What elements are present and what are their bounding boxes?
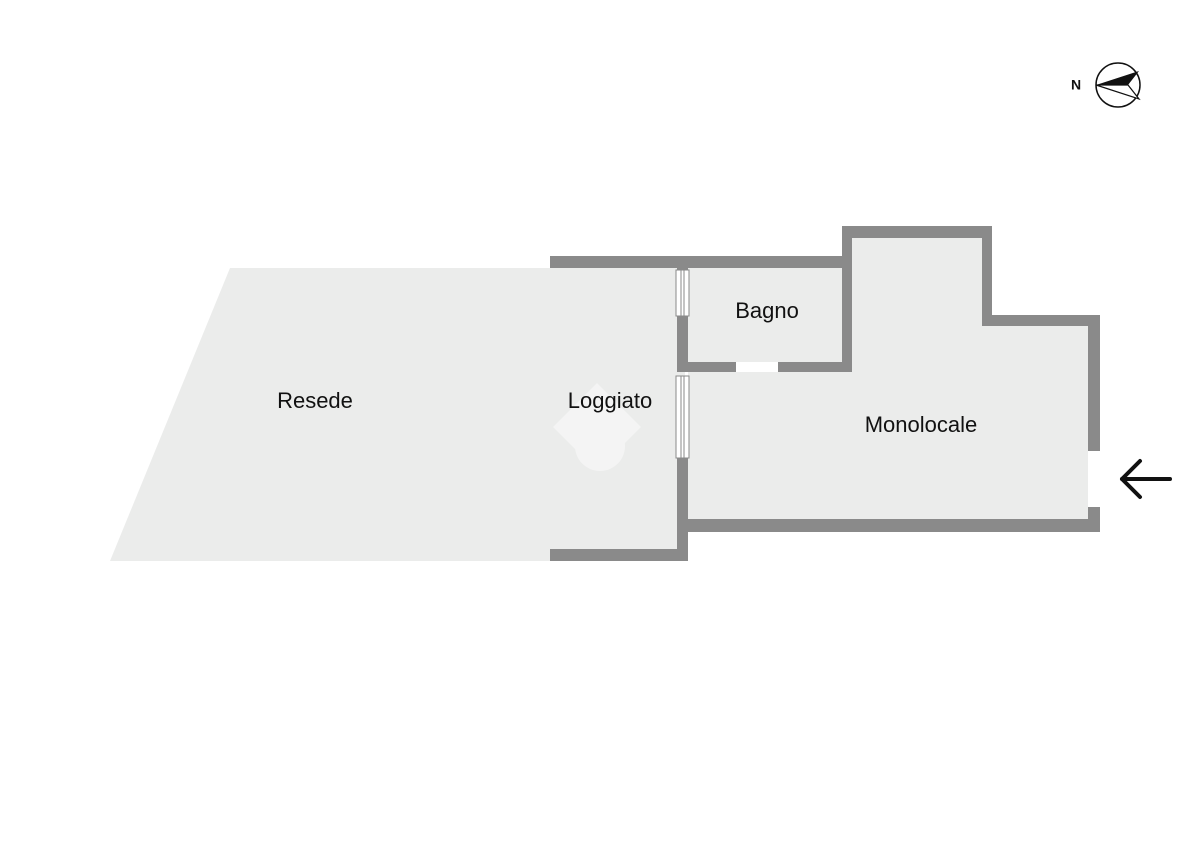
wall-loggia-lower xyxy=(677,458,688,532)
resede-area xyxy=(110,268,680,561)
monolocale-area xyxy=(688,238,1088,519)
watermark-logo xyxy=(553,383,641,471)
wall-bottom xyxy=(688,519,1100,532)
wall-top-loggia xyxy=(550,256,852,268)
room-label-resede: Resede xyxy=(277,388,353,413)
wall-bagno-bottom-right xyxy=(778,362,852,372)
room-label-loggiato: Loggiato xyxy=(568,388,652,413)
wall-loggia-corner xyxy=(677,519,688,561)
wall-step xyxy=(982,315,1100,326)
wall-notch-right xyxy=(982,226,992,326)
entrance-opening xyxy=(1088,451,1100,507)
room-label-monolocale: Monolocale xyxy=(865,412,978,437)
arrow-left-icon xyxy=(1120,459,1172,499)
compass: N xyxy=(1071,62,1141,108)
wall-notch-top xyxy=(842,226,992,238)
wall-right-upper xyxy=(1088,315,1100,451)
walls xyxy=(550,226,1100,561)
loggiato-area xyxy=(550,268,685,561)
window-upper xyxy=(675,269,690,317)
wall-loggia-bottom xyxy=(550,549,688,561)
wall-bagno-bottom-left xyxy=(688,362,736,372)
room-label-bagno: Bagno xyxy=(735,298,799,323)
compass-needle-icon xyxy=(1095,71,1141,101)
window-lower xyxy=(675,375,690,459)
bagno-area xyxy=(688,268,843,364)
wall-loggia-upper xyxy=(677,268,688,372)
bagno-door-opening xyxy=(736,362,778,372)
wall-notch-left xyxy=(842,226,852,372)
compass-north-letter: N xyxy=(1071,77,1081,93)
